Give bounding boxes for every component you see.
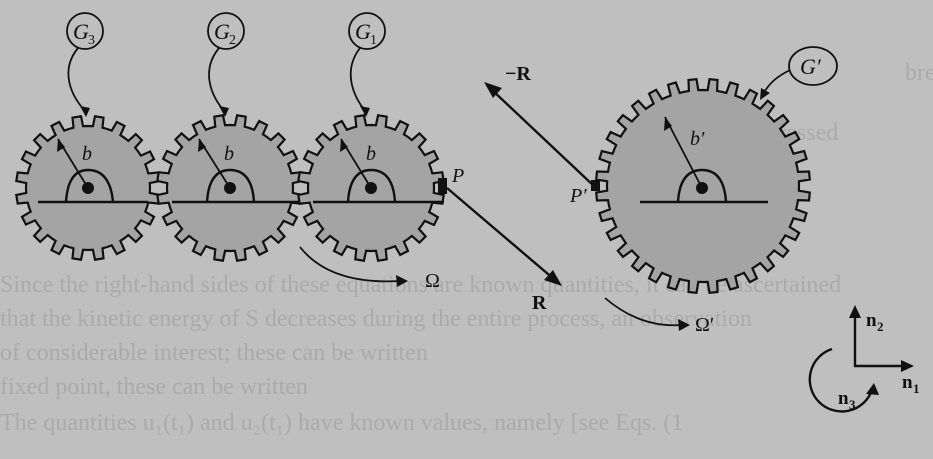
rotation-omega-prime-arrowhead	[678, 319, 690, 331]
force-r-arrowhead	[544, 270, 562, 286]
force-r-arrow: R	[446, 187, 562, 314]
gear-g2-leader	[208, 47, 226, 113]
force-neg-r-label: −R	[505, 63, 531, 85]
gear-gprime-label-circle	[788, 46, 838, 86]
force-neg-r-arrowhead	[484, 82, 502, 98]
force-neg-r-arrow: −R	[484, 63, 596, 188]
axis-n3-arrowhead	[866, 383, 879, 395]
gear-gprime-leader-arrowhead	[760, 88, 770, 100]
rotation-omega-prime-label: Ω′	[695, 314, 714, 336]
axis-n1-arrowhead	[901, 360, 914, 372]
gear-gprime: b′ G′	[595, 46, 838, 294]
gear-g3: b G 3	[15, 12, 161, 261]
point-p-prime-label: P′	[569, 185, 587, 207]
axis-n3-sub: 3	[849, 397, 856, 412]
gear-g1: b G 1	[297, 12, 445, 262]
rotation-omega-label: Ω	[425, 270, 440, 292]
gear-g3-leader	[67, 47, 87, 113]
gear-g3-label-sub: 3	[88, 33, 95, 48]
gear-g2-label-sub: 2	[229, 33, 236, 48]
bg-text-line: The quantities u₁(t₁) and u₂(t₁) have kn…	[0, 410, 683, 436]
axis-n1-sub: 1	[913, 381, 920, 396]
bg-text-line: that the kinetic energy of S decreases d…	[0, 306, 752, 332]
gear-gprime-radius-arrowhead	[664, 117, 672, 131]
gear-gprime-radius	[664, 116, 703, 189]
gear-g1-label-circle	[348, 12, 386, 50]
point-p-marker	[438, 178, 447, 194]
axis-n3-label: n	[838, 388, 849, 409]
gear-g3-radius-arrowhead	[57, 139, 65, 152]
background-text: bre be expressed Since the right-hand si…	[0, 60, 933, 436]
coordinate-axes: n 2 n 1 n 3	[808, 305, 920, 413]
gear-g2-radius-arrowhead	[198, 139, 206, 152]
gear-g1-leader	[349, 47, 367, 113]
axis-n2-sub: 2	[877, 319, 884, 334]
rotation-omega-arrowhead	[396, 275, 408, 287]
bg-text-line: bre	[905, 60, 933, 86]
gear-g1-label-sub: 1	[370, 33, 377, 48]
bg-text-line: of considerable interest; these can be w…	[0, 340, 428, 366]
point-p-prime-marker	[591, 180, 600, 191]
gear-g2-label-circle	[207, 12, 245, 50]
force-r-label: R	[532, 292, 547, 314]
gear-gprime-leader	[762, 69, 791, 95]
axis-n2-arrowhead	[849, 305, 861, 318]
point-p-label: P	[451, 165, 464, 187]
gear-g1-arc	[346, 168, 397, 203]
axis-n2-label: n	[866, 310, 877, 331]
gear-g3-label: G	[73, 19, 89, 44]
rotation-omega-arrow: Ω	[299, 246, 440, 292]
gear-gprime-arc	[676, 168, 728, 203]
gear-g3-label-circle	[66, 12, 104, 50]
gear-gprime-label: G′	[800, 54, 822, 79]
gear-g1-radius-arrowhead	[340, 139, 348, 152]
gear-g1-radius-label: b	[366, 143, 376, 165]
rotation-omega-prime-arrow: Ω′	[604, 297, 714, 336]
gear-g2-label: G	[214, 19, 230, 44]
gear-g2-radius-label: b	[224, 143, 234, 165]
gear-gprime-radius-label: b′	[690, 128, 705, 150]
gear-g1-label: G	[355, 19, 371, 44]
axis-n3-circle	[808, 347, 874, 413]
gear-g2: b G 2	[156, 12, 304, 262]
bg-text-line: fixed point, these can be written	[0, 374, 308, 400]
gear-g3-radius-label: b	[82, 143, 92, 165]
gear-g2-arc	[205, 168, 256, 203]
gear-g3-arc	[64, 168, 115, 203]
gear-g3-leader-arrowhead	[80, 106, 90, 117]
axis-n1-label: n	[902, 372, 913, 393]
gear-g1-leader-arrowhead	[360, 106, 370, 117]
gear-g2-leader-arrowhead	[219, 106, 229, 117]
